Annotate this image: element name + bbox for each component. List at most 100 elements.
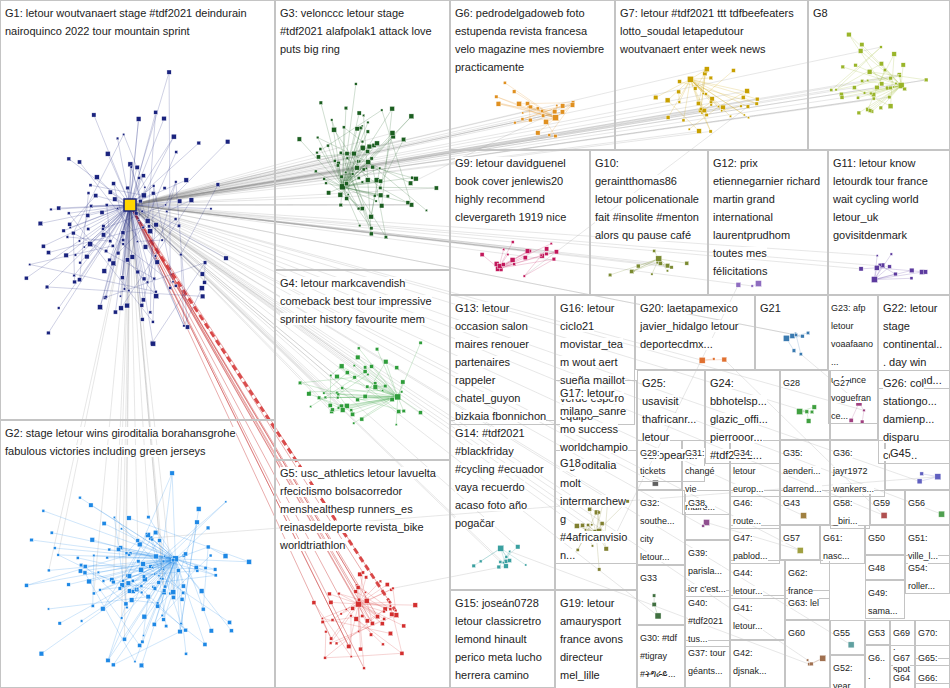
vertex xyxy=(795,333,798,336)
vertex xyxy=(409,114,414,119)
vertex xyxy=(917,479,922,484)
vertex xyxy=(386,195,389,198)
vertex xyxy=(57,206,61,210)
vertex xyxy=(652,602,656,606)
edge-line xyxy=(142,597,148,642)
vertex xyxy=(710,97,714,101)
vertex xyxy=(336,396,339,399)
edge-line xyxy=(130,205,148,517)
group-box: G39: parisla... icr c'est... xyxy=(685,540,730,597)
vertex xyxy=(875,85,879,89)
vertex xyxy=(366,386,369,389)
group-label: G44: letour... xyxy=(733,568,763,596)
vertex xyxy=(402,624,406,628)
vertex xyxy=(50,208,53,211)
vertex xyxy=(747,117,749,119)
vertex xyxy=(323,392,325,394)
group-label: G37: tour géants... xyxy=(688,648,726,676)
group-label: G20: laetapamexico javier_hidalgo letour… xyxy=(640,302,738,350)
vertex xyxy=(512,90,516,94)
vertex xyxy=(197,141,201,145)
edge-line xyxy=(100,590,140,646)
vertex xyxy=(389,605,391,607)
edge-line xyxy=(318,154,347,157)
vertex xyxy=(97,571,99,573)
vertex xyxy=(389,601,391,603)
vertex xyxy=(30,538,33,541)
vertex xyxy=(122,637,126,641)
vertex xyxy=(73,274,76,277)
vertex xyxy=(677,90,681,94)
edge-line xyxy=(343,397,398,410)
vertex xyxy=(755,102,758,105)
edge-line xyxy=(505,83,556,118)
vertex xyxy=(25,583,29,587)
edge-line xyxy=(49,205,130,570)
vertex xyxy=(365,167,367,169)
vertex xyxy=(142,614,147,619)
edge-line xyxy=(358,604,364,668)
vertex xyxy=(323,178,326,181)
vertex xyxy=(154,223,158,227)
vertex xyxy=(746,105,750,109)
group-label: G35: aenderi... darrend... xyxy=(783,448,822,494)
vertex xyxy=(310,406,312,408)
vertex xyxy=(852,86,856,90)
edge-line xyxy=(340,367,367,387)
vertex xyxy=(367,373,369,375)
vertex xyxy=(874,265,879,270)
vertex xyxy=(751,285,753,287)
edge-line xyxy=(365,367,398,397)
vertex xyxy=(105,151,110,156)
vertex xyxy=(206,545,210,549)
vertex xyxy=(163,187,166,190)
edge-line xyxy=(154,186,173,282)
vertex xyxy=(170,471,174,475)
vertex xyxy=(560,104,564,108)
group-label: G58: _biri... xyxy=(833,498,858,526)
vertex xyxy=(145,532,150,537)
vertex xyxy=(755,281,761,287)
edge-line xyxy=(358,585,387,604)
edge-line xyxy=(59,205,130,308)
vertex xyxy=(705,93,708,96)
vertex xyxy=(134,587,139,592)
vertex xyxy=(161,614,163,616)
vertex xyxy=(171,590,176,595)
edge-line xyxy=(130,205,796,335)
vertex xyxy=(141,174,145,178)
edge-line xyxy=(130,205,211,209)
group-box: G17: letour milano_sanremo success world… xyxy=(555,380,637,564)
vertex xyxy=(879,106,883,110)
edge-line xyxy=(337,393,353,414)
edge-line xyxy=(130,91,747,205)
edge-line xyxy=(690,79,748,106)
edge-line xyxy=(498,104,555,118)
vertex xyxy=(130,166,132,168)
vertex xyxy=(366,149,370,153)
edge-line xyxy=(365,371,398,396)
group-box: G55 xyxy=(830,620,865,655)
vertex xyxy=(64,253,68,257)
edge-line xyxy=(130,99,874,205)
vertex xyxy=(154,573,156,575)
edge-line xyxy=(130,97,743,205)
vertex xyxy=(199,286,204,291)
group-label: G56 xyxy=(908,498,925,508)
vertex xyxy=(123,133,125,135)
edge-line xyxy=(843,67,901,86)
group-box: G23: afp letour voaafaano... uefrance vo… xyxy=(828,295,878,424)
vertex xyxy=(339,364,344,369)
edge-line xyxy=(129,540,159,576)
edge-line xyxy=(103,229,176,286)
vertex xyxy=(350,409,353,412)
vertex xyxy=(79,496,82,499)
vertex xyxy=(126,606,128,608)
edge-line xyxy=(130,99,874,205)
vertex xyxy=(206,526,210,530)
vertex xyxy=(383,359,388,364)
group-label: G1: letour woutvanaert stage #tdf2021 de… xyxy=(5,7,247,37)
vertex xyxy=(890,253,892,255)
vertex xyxy=(514,121,517,124)
vertex xyxy=(858,49,863,54)
